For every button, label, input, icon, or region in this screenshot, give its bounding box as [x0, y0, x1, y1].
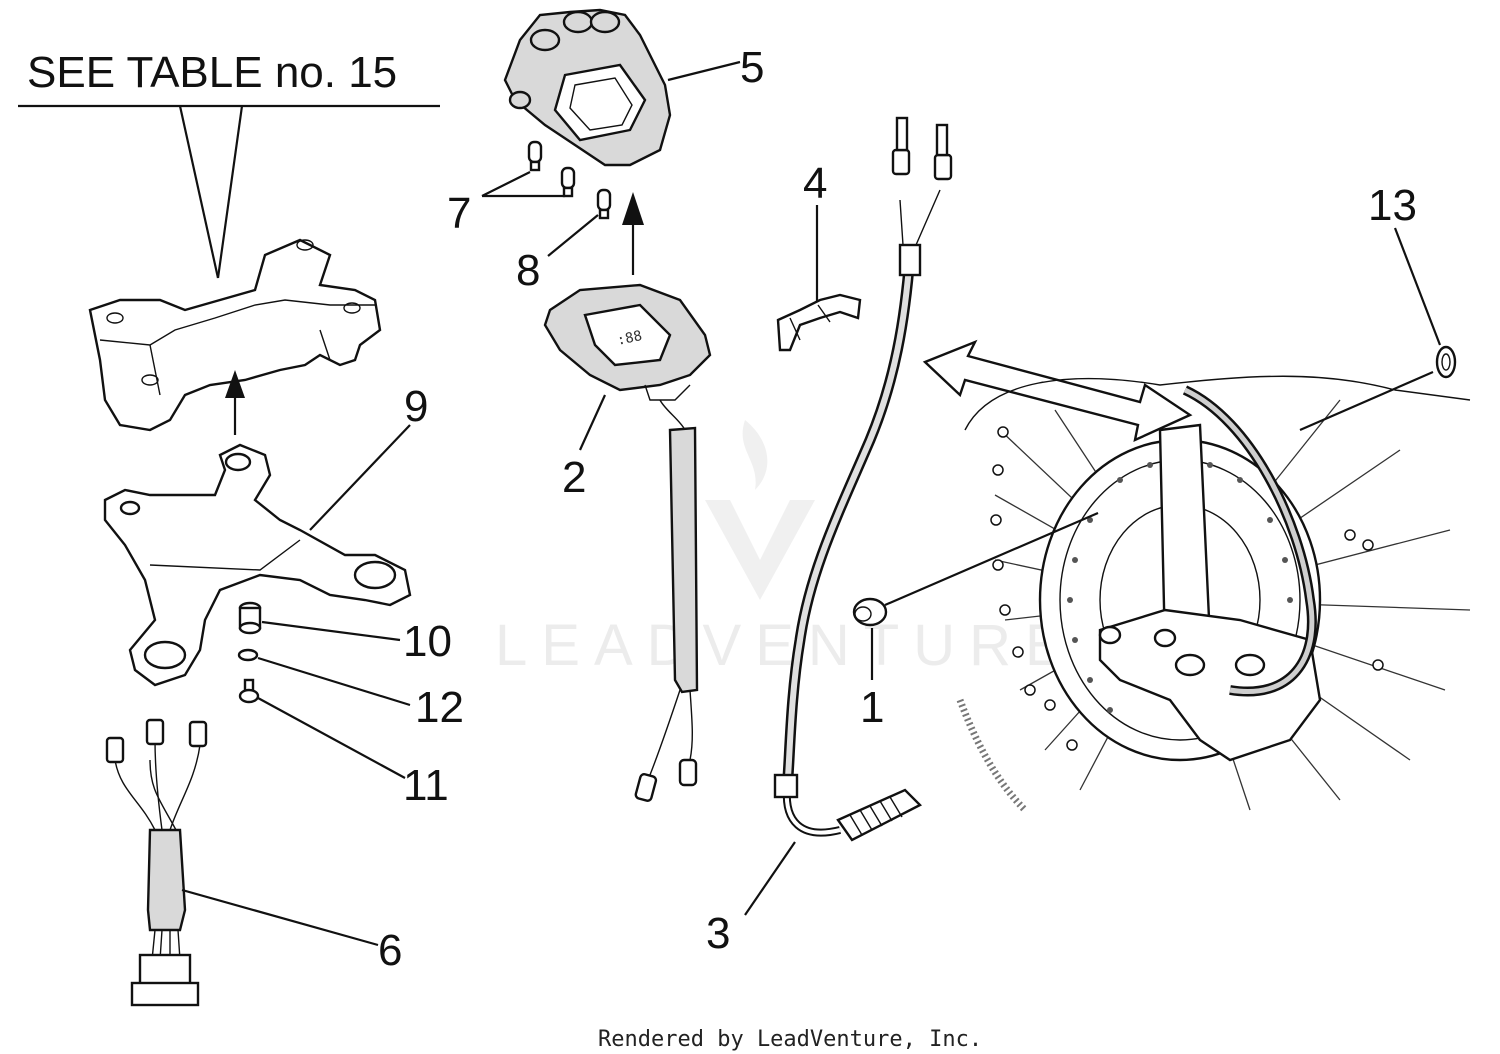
- double-arrow: [922, 339, 1193, 443]
- callout-7: 7: [447, 189, 471, 238]
- callout-11: 11: [403, 761, 449, 810]
- watermark-logo: [705, 420, 815, 600]
- callout-12: 12: [415, 683, 464, 732]
- callout-10: 10: [403, 617, 452, 666]
- washer-12: [237, 648, 259, 662]
- instrument-bracket: [103, 443, 412, 687]
- see-table-label: SEE TABLE no. 15: [27, 48, 397, 97]
- svg-text::88: :88: [616, 328, 644, 349]
- callout-9: 9: [404, 382, 428, 431]
- callout-4: 4: [803, 159, 827, 208]
- grommet-1: [852, 597, 888, 627]
- arrow-up-clamp: [225, 370, 245, 435]
- bulb-7b: [560, 166, 576, 198]
- handlebar-clamp: [88, 238, 382, 432]
- callout-1: 1: [860, 683, 884, 732]
- callout-8: 8: [516, 246, 540, 295]
- see-table-leader: [18, 104, 440, 279]
- footer-credit: Rendered by LeadVenture, Inc.: [598, 1027, 982, 1052]
- callout-5: 5: [740, 43, 764, 92]
- callout-6: 6: [378, 926, 402, 975]
- bulb-7a: [527, 140, 543, 172]
- spacer-10: [238, 601, 262, 635]
- screw-11: [238, 678, 260, 704]
- callout-2: 2: [562, 453, 586, 502]
- front-wheel-assembly: [956, 375, 1471, 813]
- wiring-harness-6: [105, 718, 208, 1007]
- callout-13: 13: [1368, 181, 1417, 230]
- speed-sensor-cable-3: [773, 116, 953, 842]
- cable-clip-4: [776, 293, 862, 352]
- watermark-text: LEADVENTURE: [495, 613, 1078, 678]
- instrument-2: :88: [543, 283, 712, 802]
- callout-3: 3: [706, 909, 730, 958]
- clip-13: [1435, 345, 1457, 379]
- instrument-cover-5: [503, 8, 672, 167]
- bulb-8: [596, 188, 612, 220]
- arrow-up-cover: [622, 192, 644, 275]
